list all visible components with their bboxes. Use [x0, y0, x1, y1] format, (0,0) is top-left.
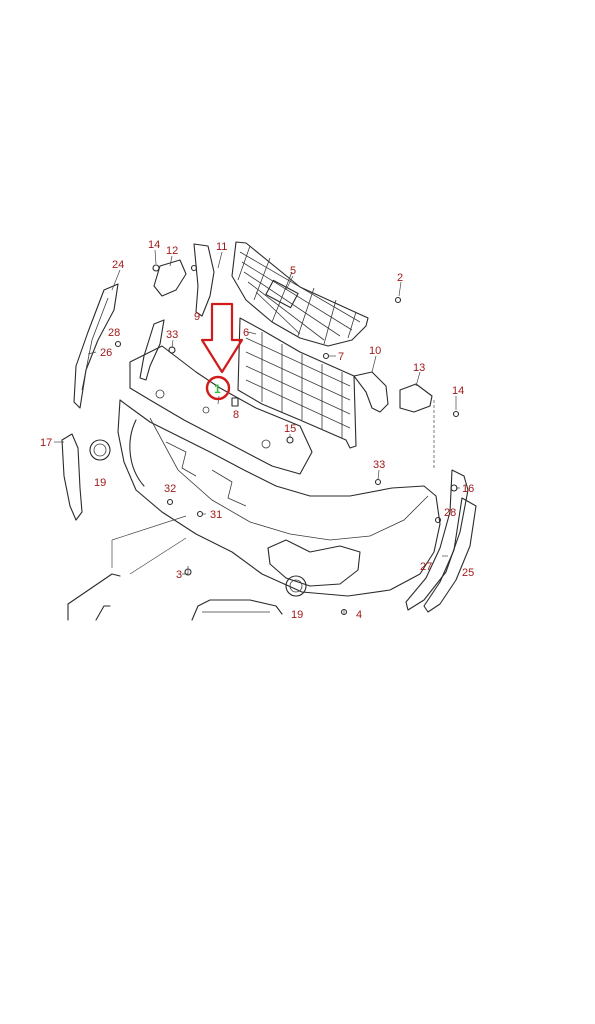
callout-14-top: 14	[148, 239, 160, 251]
callout-26: 26	[100, 347, 112, 359]
callout-2: 2	[397, 272, 403, 284]
fasteners	[114, 264, 460, 616]
left-side-bracket	[73, 283, 119, 409]
callout-3: 3	[176, 569, 182, 581]
callout-16: 16	[462, 483, 474, 495]
right-grille-bracket	[353, 371, 389, 413]
right-fog-lamp	[285, 575, 307, 597]
callout-27: 27	[420, 561, 432, 573]
callout-5: 5	[290, 265, 296, 277]
callout-1: 1	[214, 382, 221, 396]
highlight-arrow	[200, 302, 244, 374]
callout-33-right: 33	[373, 459, 385, 471]
callout-9: 9	[194, 311, 200, 323]
front-bumper-fascia	[117, 345, 441, 597]
callout-13: 13	[413, 362, 425, 374]
callout-14-right: 14	[452, 385, 464, 397]
callout-7: 7	[338, 351, 344, 363]
callout-19-left: 19	[94, 477, 106, 489]
callout-32: 32	[164, 483, 176, 495]
right-mount-bracket	[399, 383, 433, 413]
left-upper-bracket	[153, 243, 215, 317]
callout-28-left: 28	[108, 327, 120, 339]
callout-4: 4	[356, 609, 362, 621]
left-fog-housing	[61, 433, 83, 521]
callout-8: 8	[233, 409, 239, 421]
callout-10: 10	[369, 345, 381, 357]
highlight-circle	[205, 375, 231, 401]
left-fender-strip	[139, 319, 165, 381]
left-fog-lamp	[89, 439, 111, 461]
callout-33-left: 33	[166, 329, 178, 341]
callout-24: 24	[112, 259, 124, 271]
right-side-bracket	[405, 469, 477, 613]
callout-31: 31	[210, 509, 222, 521]
callout-25: 25	[462, 567, 474, 579]
callout-15: 15	[284, 423, 296, 435]
lower-grille-partial	[67, 515, 283, 621]
inner-grille-frame	[237, 317, 357, 449]
callout-12: 12	[166, 245, 178, 257]
callout-17: 17	[40, 437, 52, 449]
callout-labels: 14 12 11 5 2 24 9 28 33 6 7 10 26 13 1 8…	[40, 239, 474, 621]
callout-6: 6	[243, 327, 249, 339]
leader-lines	[54, 249, 460, 614]
callout-28-right: 28	[444, 507, 456, 519]
upper-grille-mesh	[231, 241, 369, 347]
callout-19-right: 19	[291, 609, 303, 621]
callout-11: 11	[216, 241, 227, 253]
